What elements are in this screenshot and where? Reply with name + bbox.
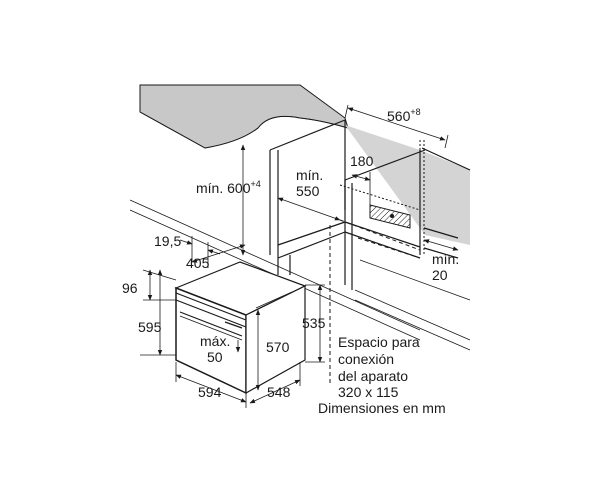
label-535: 535 (302, 315, 326, 331)
label-max-50-a: máx. (200, 333, 230, 349)
dimension-labels: 560+8 mín. 600+4 mín. 550 180 mín. 20 19… (122, 107, 459, 400)
label-min-20-a: mín. (432, 251, 459, 267)
note-line-3: del aparato (338, 368, 408, 384)
cabinet (345, 125, 471, 245)
note-line-2: conexión (338, 351, 394, 367)
label-548: 548 (267, 384, 291, 400)
label-180: 180 (350, 153, 374, 169)
label-min-20-b: 20 (432, 267, 448, 283)
label-96: 96 (122, 280, 138, 296)
label-min-550-a: mín. (296, 167, 323, 183)
label-min-600: mín. 600+4 (196, 179, 261, 196)
oven (174, 261, 307, 395)
note-line-5: Dimensiones en mm (318, 400, 446, 416)
label-min-550-b: 550 (296, 183, 320, 199)
hidden-lines (329, 140, 459, 385)
niche-frame (269, 119, 426, 290)
note-line-4: 320 x 115 (338, 384, 399, 400)
note-line-1: Espacio para (338, 334, 420, 350)
label-max-50-b: 50 (207, 349, 223, 365)
connection-box (369, 204, 411, 229)
label-570: 570 (266, 339, 290, 355)
worktop (139, 84, 349, 149)
floor-lines (129, 199, 471, 351)
label-405: 405 (186, 255, 210, 271)
connection-note: Espacio para conexión del aparato 320 x … (318, 334, 446, 416)
label-594: 594 (198, 384, 222, 400)
label-595: 595 (138, 319, 162, 335)
label-19-5: 19,5 (154, 233, 181, 249)
label-560: 560+8 (387, 107, 421, 124)
dimension-lines (140, 104, 459, 408)
